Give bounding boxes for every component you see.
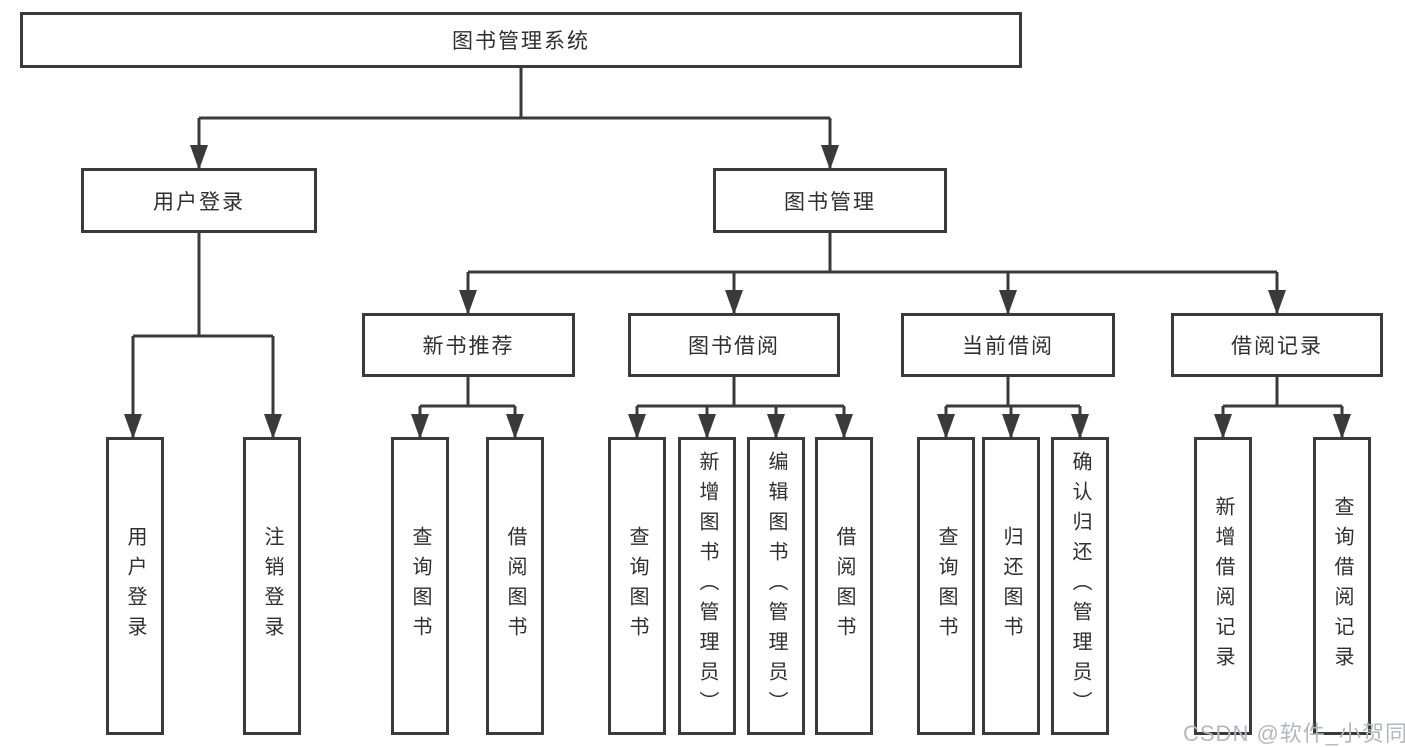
- csdn-watermark: CSDN @软件_小贺同学: [1183, 721, 1405, 746]
- node-current-borrow: 当前借阅: [901, 313, 1115, 377]
- node-book-borrow: 图书借阅: [628, 313, 840, 377]
- leaf-newbook-query-books: 查询图书: [391, 437, 449, 735]
- leaf-records-query-record: 查询借阅记录: [1313, 437, 1371, 735]
- leaf-current-confirm-return-admin: 确认归还（管理员）: [1051, 437, 1109, 735]
- leaf-current-return-books: 归还图书: [982, 437, 1040, 735]
- leaf-current-query-books: 查询图书: [917, 437, 975, 735]
- leaf-records-add-record: 新增借阅记录: [1194, 437, 1252, 735]
- node-new-book-recommend: 新书推荐: [362, 313, 575, 377]
- node-user-login: 用户登录: [81, 168, 317, 233]
- node-book-management: 图书管理: [713, 168, 947, 233]
- node-borrow-records: 借阅记录: [1171, 313, 1383, 377]
- leaf-user-login: 用户登录: [106, 437, 164, 735]
- leaf-logout: 注销登录: [243, 437, 301, 735]
- node-library-system: 图书管理系统: [20, 12, 1022, 68]
- leaf-borrow-borrow-books: 借阅图书: [815, 437, 873, 735]
- leaf-newbook-borrow-books: 借阅图书: [486, 437, 544, 735]
- leaf-borrow-query-books: 查询图书: [608, 437, 666, 735]
- leaf-borrow-edit-books-admin: 编辑图书（管理员）: [747, 437, 805, 735]
- tree-edges: [131, 68, 1344, 437]
- leaf-borrow-add-books-admin: 新增图书（管理员）: [678, 437, 736, 735]
